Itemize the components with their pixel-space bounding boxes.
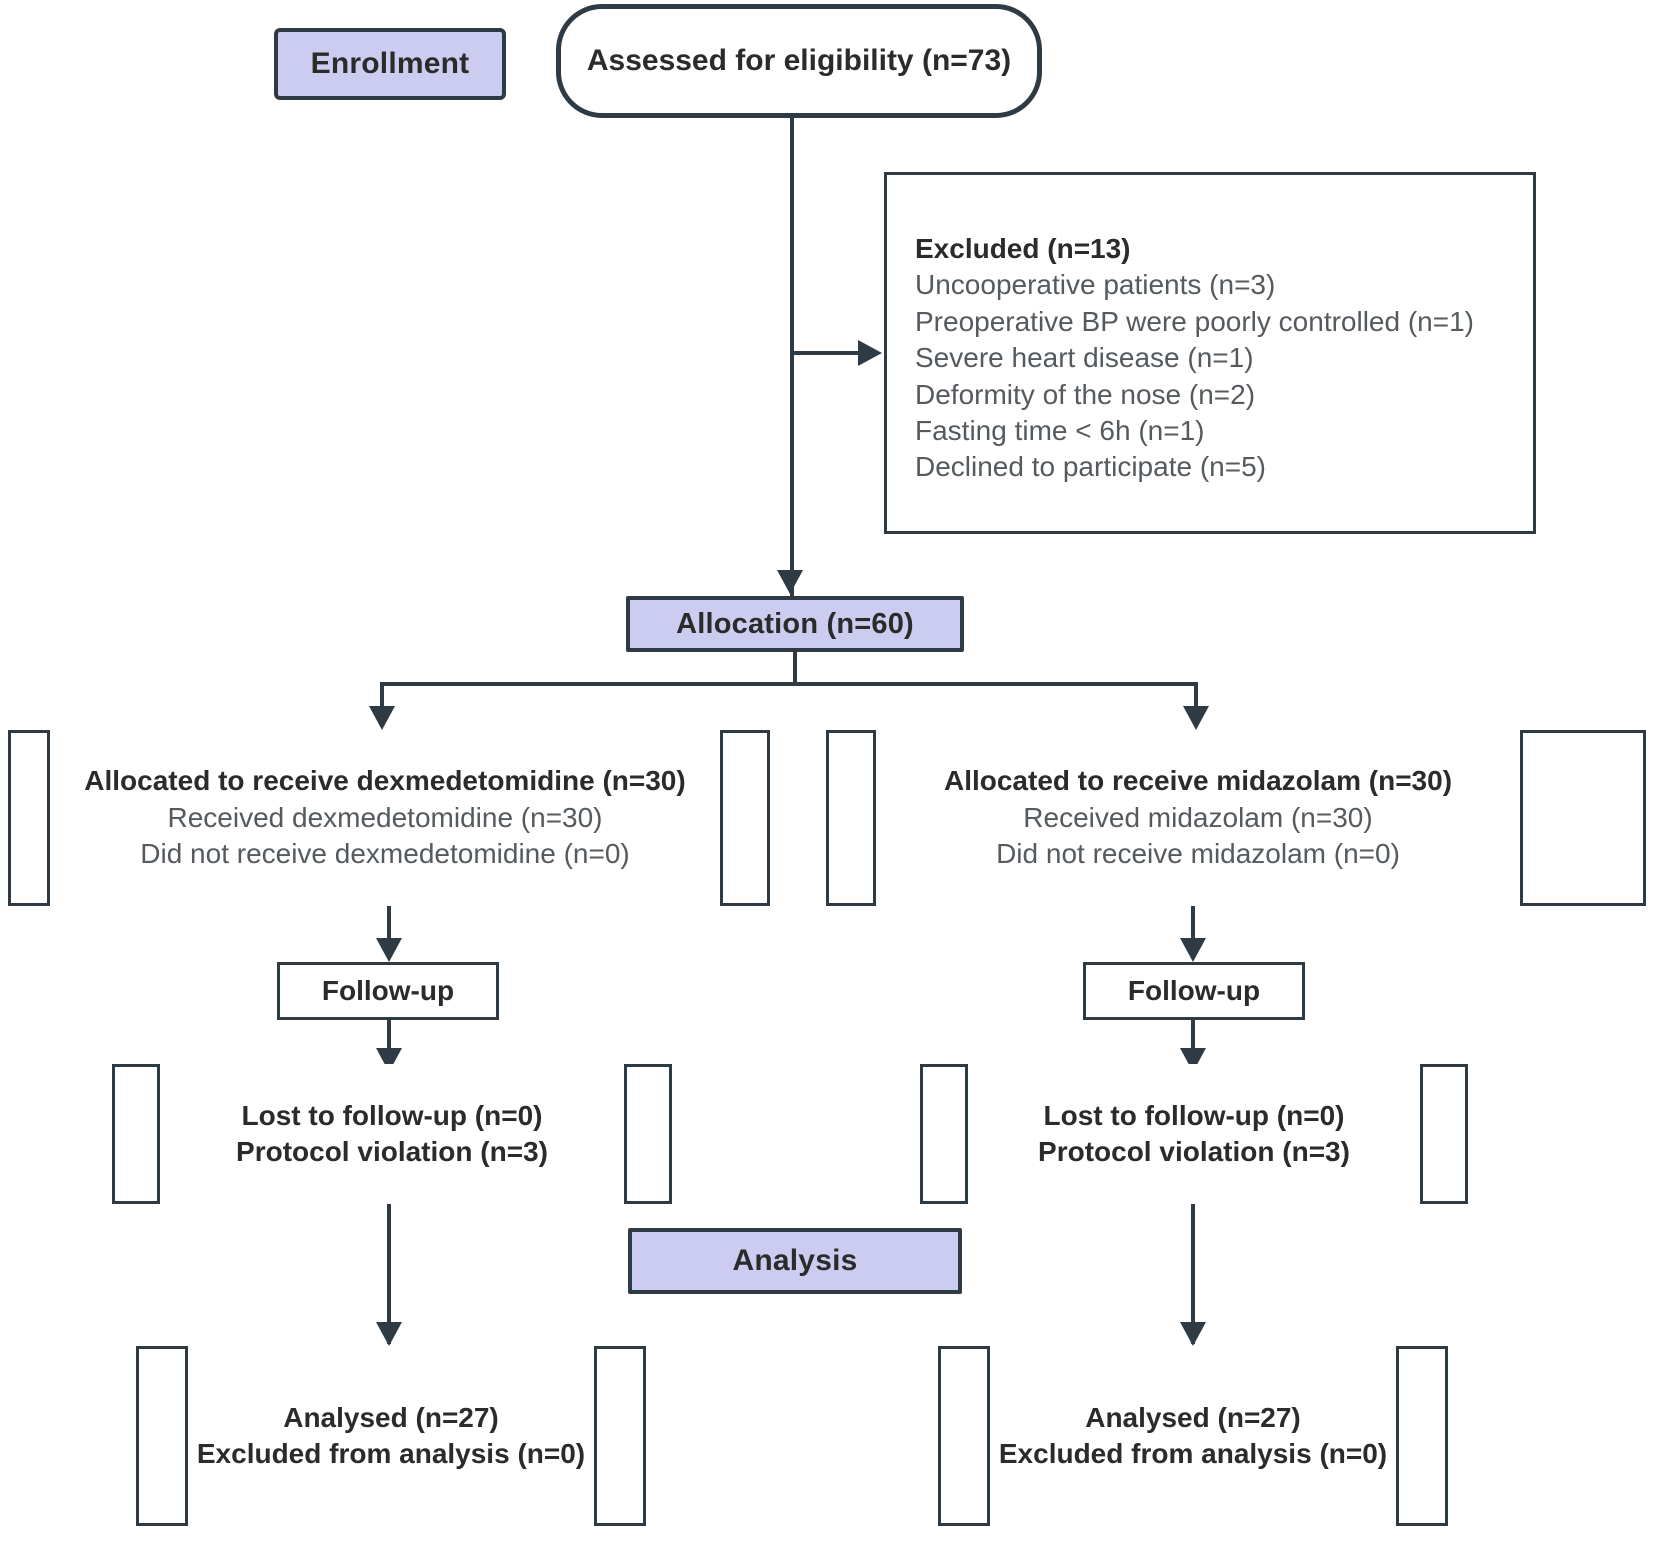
excluded-heading: Excluded (n=13) (915, 233, 1131, 264)
stage-label-allocation: Allocation (n=60) (626, 596, 964, 652)
connector-to-excluded (790, 351, 870, 355)
stage-label-enrollment: Enrollment (274, 28, 506, 100)
right-followup-label: Follow-up (1127, 975, 1261, 1006)
right-allocated-line: Did not receive midazolam (n=0) (996, 838, 1400, 870)
arrowhead-right-followup (1180, 938, 1206, 962)
excluded-body: Excluded (n=13) Uncooperative patients (… (915, 231, 1474, 486)
connector-left-to-followup (387, 906, 391, 952)
left-followup-outcome-content: Lost to follow-up (n=0) Protocol violati… (157, 1064, 627, 1204)
stage-label-analysis: Analysis (628, 1228, 962, 1294)
left-allocated-line: Did not receive dexmedetomidine (n=0) (140, 838, 630, 870)
excluded-reason: Deformity of the nose (n=2) (915, 378, 1256, 410)
stage-label-allocation-text: Allocation (n=60) (676, 607, 914, 640)
connector-left-followup-to-lost (387, 1020, 391, 1066)
right-followup-line: Protocol violation (n=3) (1038, 1136, 1350, 1167)
right-analysed-line: Analysed (n=27) (1085, 1401, 1301, 1433)
excluded-reason: Fasting time < 6h (n=1) (915, 414, 1205, 446)
left-analysed-box: Analysed (n=27) Excluded from analysis (… (136, 1346, 646, 1526)
right-followup-line: Lost to follow-up (n=0) (1043, 1099, 1345, 1131)
arrowhead-left-allocation (369, 706, 395, 730)
connector-assessed-to-allocation (790, 118, 794, 596)
right-allocated-box: Allocated to receive midazolam (n=30) Re… (826, 730, 1646, 906)
excluded-box: Excluded (n=13) Uncooperative patients (… (884, 172, 1536, 534)
arrowhead-left-analysed (376, 1322, 402, 1346)
connector-right-to-analysed (1191, 1204, 1195, 1344)
arrowhead-right-analysed (1180, 1322, 1206, 1346)
stage-label-analysis-text: Analysis (732, 1244, 858, 1277)
excluded-reason: Severe heart disease (n=1) (915, 342, 1254, 374)
left-followup-line: Lost to follow-up (n=0) (241, 1099, 543, 1131)
assessed-for-eligibility-text: Assessed for eligibility (n=73) (586, 44, 1012, 77)
right-allocated-content: Allocated to receive midazolam (n=30) Re… (873, 730, 1523, 906)
connector-allocation-left-drop (380, 682, 384, 718)
right-allocated-line: Received midazolam (n=30) (1023, 801, 1373, 833)
connector-left-to-analysed (387, 1204, 391, 1344)
left-followup-label: Follow-up (321, 975, 455, 1006)
right-followup-outcome-content: Lost to follow-up (n=0) Protocol violati… (965, 1064, 1423, 1204)
left-allocated-box: Allocated to receive dexmedetomidine (n=… (8, 730, 770, 906)
excluded-reason: Preoperative BP were poorly controlled (… (915, 305, 1475, 337)
arrowhead-to-allocation (777, 570, 803, 594)
right-analysed-box: Analysed (n=27) Excluded from analysis (… (938, 1346, 1448, 1526)
left-analysed-line: Analysed (n=27) (283, 1401, 499, 1433)
connector-allocation-stem (793, 652, 797, 684)
excluded-reason: Declined to participate (n=5) (915, 451, 1266, 483)
connector-allocation-right-drop (1194, 682, 1198, 718)
left-followup-label-box: Follow-up (277, 962, 499, 1020)
excluded-reason: Uncooperative patients (n=3) (915, 269, 1276, 301)
connector-right-followup-to-lost (1191, 1020, 1195, 1066)
right-followup-label-box: Follow-up (1083, 962, 1305, 1020)
left-allocated-line: Received dexmedetomidine (n=30) (167, 801, 603, 833)
arrowhead-to-excluded (858, 340, 882, 366)
connector-right-to-followup (1191, 906, 1195, 952)
left-allocated-heading: Allocated to receive dexmedetomidine (n=… (84, 765, 686, 797)
left-analysed-line: Excluded from analysis (n=0) (196, 1438, 586, 1469)
left-followup-line: Protocol violation (n=3) (236, 1136, 548, 1167)
right-analysed-content: Analysed (n=27) Excluded from analysis (… (987, 1346, 1399, 1526)
connector-allocation-split (380, 682, 1198, 686)
assessed-for-eligibility-box: Assessed for eligibility (n=73) (556, 4, 1042, 118)
stage-label-enrollment-text: Enrollment (310, 47, 470, 80)
arrowhead-left-followup (376, 938, 402, 962)
left-allocated-content: Allocated to receive dexmedetomidine (n=… (47, 730, 723, 906)
right-followup-outcome-box: Lost to follow-up (n=0) Protocol violati… (920, 1064, 1468, 1204)
right-allocated-heading: Allocated to receive midazolam (n=30) (943, 765, 1453, 797)
left-analysed-content: Analysed (n=27) Excluded from analysis (… (185, 1346, 597, 1526)
right-analysed-line: Excluded from analysis (n=0) (998, 1438, 1388, 1469)
arrowhead-right-allocation (1183, 706, 1209, 730)
left-followup-outcome-box: Lost to follow-up (n=0) Protocol violati… (112, 1064, 672, 1204)
